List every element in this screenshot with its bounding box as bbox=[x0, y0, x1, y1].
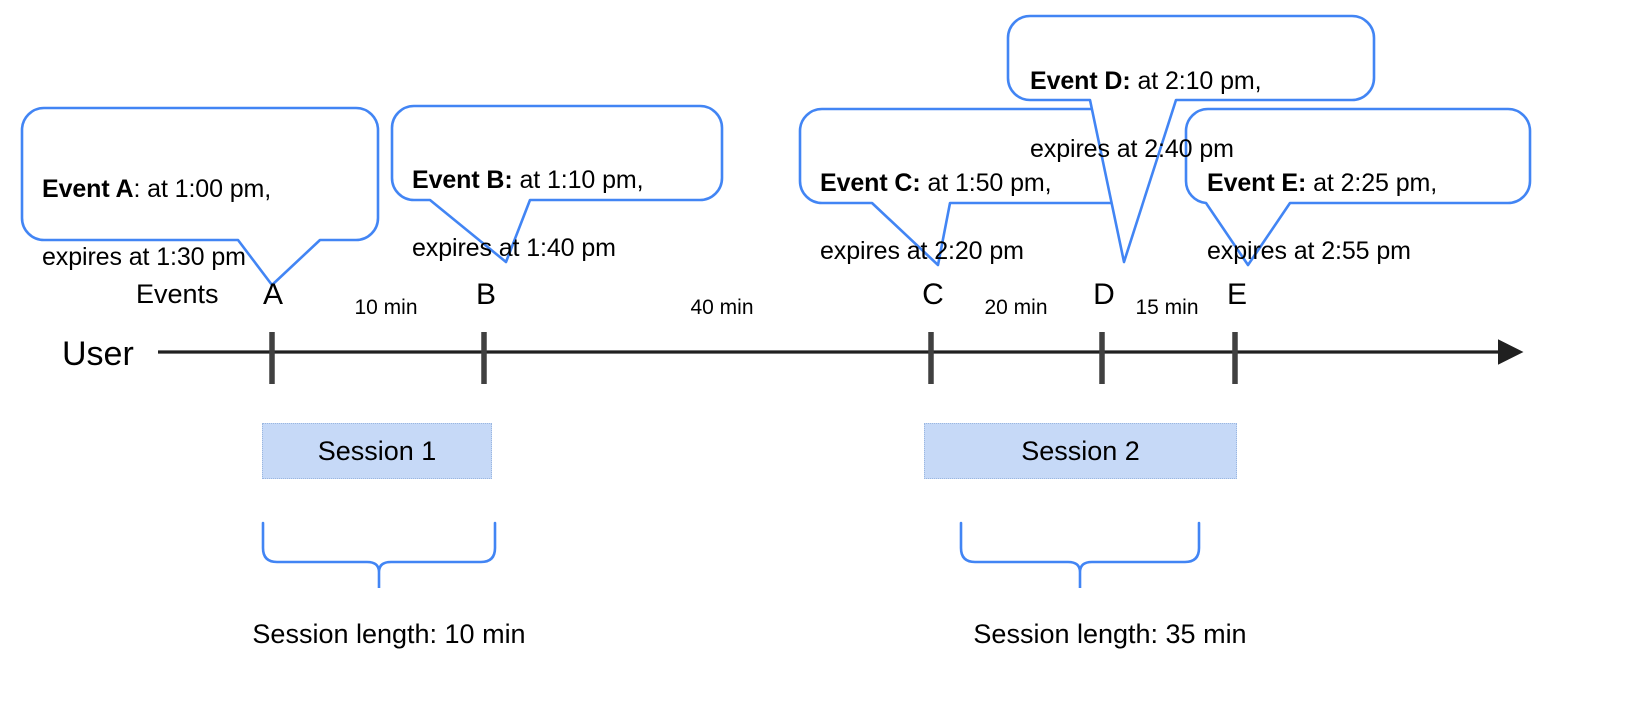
session-1-length-caption: Session length: 10 min bbox=[252, 619, 526, 649]
callout-event-a-separator: : bbox=[133, 175, 148, 203]
gap-label-b-c: 40 min bbox=[690, 296, 754, 319]
session-2-length-caption: Session length: 35 min bbox=[973, 619, 1247, 649]
callout-event-b-line2: expires at 1:40 pm bbox=[412, 234, 616, 262]
callout-event-b-shape bbox=[390, 104, 724, 264]
callout-event-c-event-label: Event C: bbox=[820, 169, 921, 197]
callout-event-a-text: Event A: at 1:00 pm, expires at 1:30 pm bbox=[42, 138, 372, 274]
callout-event-a-line2: expires at 1:30 pm bbox=[42, 243, 246, 271]
event-label-b: B bbox=[475, 278, 497, 311]
callout-event-c-text: Event C: at 1:50 pm, expires at 2:20 pm bbox=[820, 132, 1132, 268]
callout-event-d-text: Event D: at 2:10 pm, expires at 2:40 pm bbox=[1030, 30, 1360, 166]
callout-event-d-line1: at 2:10 pm, bbox=[1137, 67, 1262, 95]
axis-row-label-user: User bbox=[62, 335, 134, 373]
session-1-box[interactable]: Session 1 bbox=[262, 423, 492, 479]
event-label-c: C bbox=[922, 278, 944, 311]
callout-event-d-line2: expires at 2:40 pm bbox=[1030, 135, 1234, 163]
gap-label-d-e: 15 min bbox=[1135, 296, 1199, 319]
session-1-label: Session 1 bbox=[317, 435, 437, 466]
callout-event-b-line1: at 1:10 pm, bbox=[519, 166, 644, 194]
gap-label-a-b: 10 min bbox=[354, 296, 418, 319]
session-1-brace bbox=[261, 521, 497, 588]
events-row-label: Events bbox=[136, 279, 219, 309]
callout-event-b-event-label: Event B: bbox=[412, 166, 513, 194]
event-label-a: A bbox=[262, 278, 284, 311]
callout-event-a-event-label: Event A bbox=[42, 175, 134, 203]
callout-event-e-event-label: Event E: bbox=[1207, 169, 1307, 197]
session-2-box[interactable]: Session 2 bbox=[924, 423, 1237, 479]
callout-event-e-line2: expires at 2:55 pm bbox=[1207, 237, 1411, 265]
session-2-label: Session 2 bbox=[1021, 435, 1140, 466]
callout-event-e-shape bbox=[1184, 107, 1532, 267]
callout-event-d-shape bbox=[1006, 14, 1376, 264]
callout-event-b-text: Event B: at 1:10 pm, expires at 1:40 pm bbox=[412, 129, 722, 265]
gap-label-c-d: 20 min bbox=[984, 296, 1048, 319]
callout-event-a-shape bbox=[20, 106, 380, 287]
callout-event-c-line2: expires at 2:20 pm bbox=[820, 237, 1024, 265]
callout-event-a-line1: at 1:00 pm, bbox=[147, 175, 272, 203]
callout-event-e-line1: at 2:25 pm, bbox=[1313, 169, 1438, 197]
callout-event-e-text: Event E: at 2:25 pm, expires at 2:55 pm bbox=[1207, 132, 1527, 268]
session-2-brace bbox=[959, 521, 1201, 588]
event-label-d: D bbox=[1093, 278, 1115, 311]
callout-event-c-line1: at 1:50 pm, bbox=[927, 169, 1052, 197]
event-label-e: E bbox=[1226, 278, 1248, 311]
callout-event-d-event-label: Event D: bbox=[1030, 67, 1131, 95]
